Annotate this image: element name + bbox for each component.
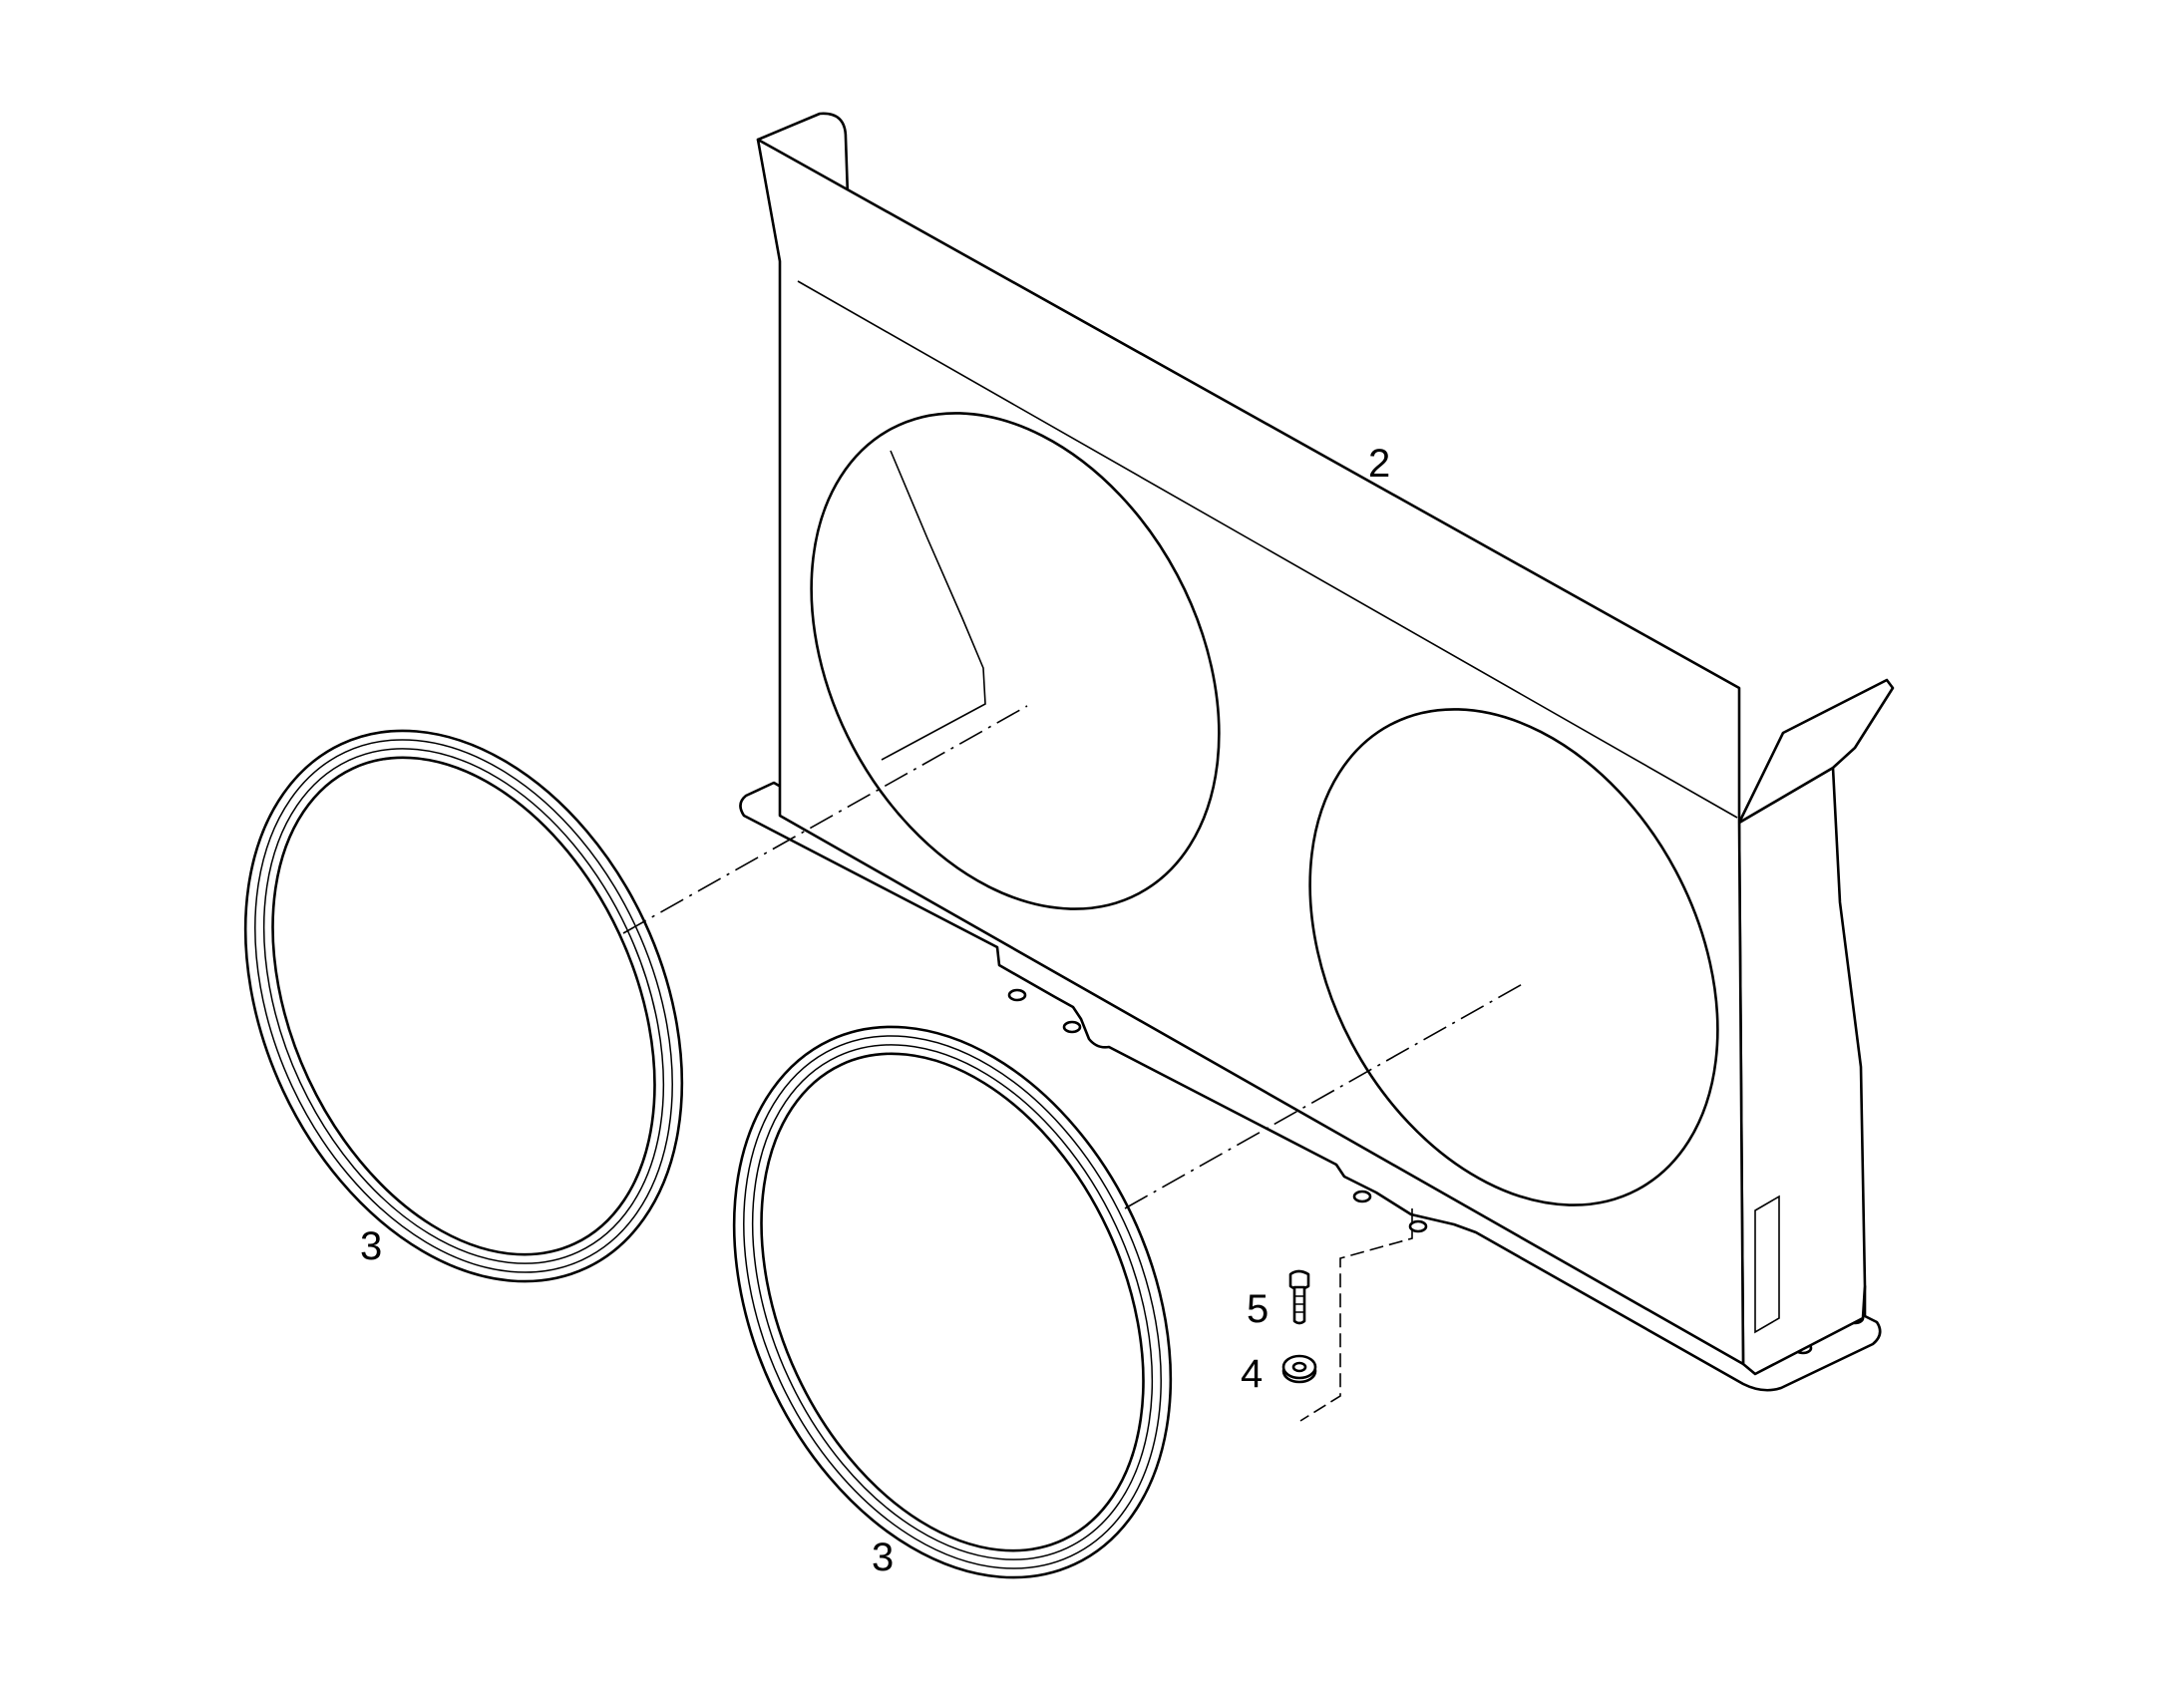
shroud-right-flap xyxy=(1737,678,1895,825)
sealing-ring-right xyxy=(732,1025,1173,1579)
sealing-ring-left xyxy=(243,729,684,1283)
callout-5: 5 xyxy=(1247,1287,1270,1331)
axis-right-ring xyxy=(1124,981,1527,1209)
shroud-right-side xyxy=(1737,766,1867,1376)
fastener-leader xyxy=(1299,1208,1413,1422)
axis-left-ring xyxy=(622,705,1028,934)
callout-3-left: 3 xyxy=(360,1224,383,1268)
callout-4: 4 xyxy=(1241,1352,1264,1396)
assembly-lines xyxy=(622,705,1527,1422)
washer-icon xyxy=(1281,1354,1317,1384)
fan-shroud xyxy=(739,112,1895,1392)
callout-2: 2 xyxy=(1368,442,1391,486)
callout-3-right: 3 xyxy=(872,1536,895,1579)
shroud-left-flap xyxy=(756,112,850,197)
shroud-opening-left xyxy=(810,412,1221,910)
shroud-opening-right xyxy=(1308,708,1719,1206)
bolt-icon xyxy=(1288,1269,1310,1325)
